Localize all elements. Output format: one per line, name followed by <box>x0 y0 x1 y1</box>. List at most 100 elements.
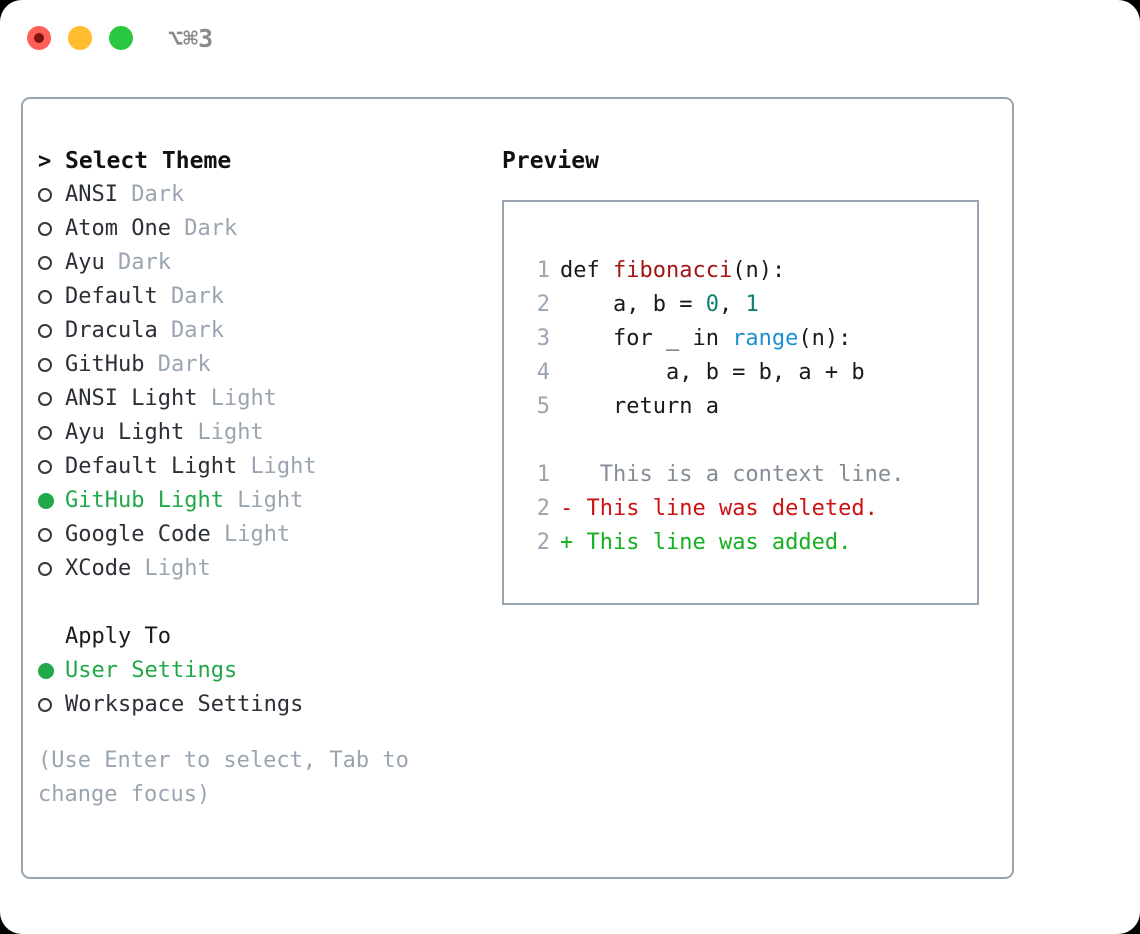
line-number: 2 <box>536 496 550 521</box>
theme-radio-marker <box>38 246 65 280</box>
code-diff-separator <box>524 424 977 458</box>
section-spacer <box>38 586 478 620</box>
theme-list-item[interactable]: Default Dark <box>38 280 478 314</box>
theme-item-kind: Light <box>210 386 277 411</box>
theme-item-name: Default <box>65 284 171 309</box>
apply-to-option-label: Workspace Settings <box>65 692 304 717</box>
preview-title: Preview <box>502 148 599 174</box>
theme-item-name: XCode <box>65 556 145 581</box>
caret-icon: > <box>38 149 52 174</box>
theme-list-item[interactable]: Atom One Dark <box>38 212 478 246</box>
theme-radio-marker <box>38 348 65 382</box>
radio-unselected-icon <box>38 323 52 338</box>
diff-line: 2- This line was deleted. <box>524 492 977 526</box>
theme-item-kind: Dark <box>170 284 224 309</box>
theme-radio-marker <box>38 382 65 416</box>
diff-sample: 1 This is a context line. 2- This line wa… <box>524 458 977 560</box>
code-line: 4 a, b = b, a + b <box>524 356 977 390</box>
code-token-plain: a, b = b, a + b <box>560 360 865 385</box>
theme-list-item[interactable]: Ayu Dark <box>38 246 478 280</box>
line-number: 2 <box>536 530 550 555</box>
theme-item-name: Atom One <box>65 216 185 241</box>
code-token-num: 1 <box>745 292 759 317</box>
line-number: 5 <box>536 394 550 419</box>
radio-unselected-icon <box>38 357 52 372</box>
diff-sign <box>560 462 573 487</box>
radio-unselected-icon <box>38 289 52 304</box>
minimize-button[interactable] <box>68 26 92 50</box>
code-line: 2 a, b = 0, 1 <box>524 288 977 322</box>
apply-to-title-row: Apply To <box>38 620 478 654</box>
code-token-plain: , <box>718 292 746 317</box>
apply-to-option-label: User Settings <box>65 658 238 683</box>
theme-list-heading: > Select Theme <box>38 144 478 178</box>
theme-list-item[interactable]: Ayu Light Light <box>38 416 478 450</box>
radio-unselected-icon <box>38 221 52 236</box>
title-bar: ⌥⌘3 <box>0 0 1140 76</box>
close-button[interactable] <box>27 26 51 50</box>
radio-unselected-icon <box>38 391 52 406</box>
theme-radio-marker <box>38 314 65 348</box>
line-number: 2 <box>536 292 550 317</box>
theme-list-item[interactable]: GitHub Light Light <box>38 484 478 518</box>
theme-list-title: Select Theme <box>65 148 232 174</box>
theme-radio-marker <box>38 450 65 484</box>
radio-unselected-icon <box>38 187 52 202</box>
theme-item-name: Google Code <box>65 522 224 547</box>
theme-item-kind: Light <box>144 556 211 581</box>
theme-item-kind: Light <box>237 488 304 513</box>
theme-item-name: Ayu Light <box>65 420 198 445</box>
theme-item-name: Dracula <box>65 318 171 343</box>
theme-list-item[interactable]: Default Light Light <box>38 450 478 484</box>
theme-list-item[interactable]: XCode Light <box>38 552 478 586</box>
code-token-plain: def <box>560 258 613 283</box>
theme-item-kind: Dark <box>157 352 211 377</box>
theme-list-item[interactable]: Google Code Light <box>38 518 478 552</box>
theme-list-item[interactable]: Dracula Dark <box>38 314 478 348</box>
code-token-plain: a, b = <box>560 292 706 317</box>
theme-item-name: ANSI Light <box>65 386 211 411</box>
diff-sign: + <box>560 530 574 555</box>
theme-list-item[interactable]: GitHub Dark <box>38 348 478 382</box>
theme-item-kind: Light <box>223 522 291 547</box>
line-number: 1 <box>536 258 550 283</box>
theme-radio-marker <box>38 212 65 246</box>
code-token-plain: (n): <box>798 326 852 351</box>
maximize-button[interactable] <box>109 26 133 50</box>
diff-text: This is a context line. <box>573 462 905 487</box>
theme-radio-marker <box>38 518 65 552</box>
theme-item-kind: Dark <box>170 318 224 343</box>
code-line: 3 for _ in range(n): <box>524 322 977 356</box>
radio-unselected-icon <box>38 527 52 542</box>
theme-item-kind: Dark <box>131 182 185 207</box>
theme-item-kind: Light <box>197 420 264 445</box>
theme-list-item[interactable]: ANSI Light Light <box>38 382 478 416</box>
apply-to-radio-marker <box>38 654 65 688</box>
line-number: 1 <box>536 462 550 487</box>
theme-radio-marker <box>38 280 65 314</box>
theme-radio-marker <box>38 178 65 212</box>
theme-radio-marker <box>38 416 65 450</box>
diff-sign: - <box>560 496 574 521</box>
line-number: 4 <box>536 360 550 385</box>
apply-to-option[interactable]: User Settings <box>38 654 478 688</box>
window-title: ⌥⌘3 <box>168 24 214 53</box>
traffic-light-group <box>27 26 133 50</box>
apply-to-radio-marker <box>38 688 65 722</box>
radio-unselected-icon <box>38 255 52 270</box>
apply-to-option[interactable]: Workspace Settings <box>38 688 478 722</box>
radio-unselected-icon <box>38 459 52 474</box>
diff-text: This line was added. <box>573 530 852 555</box>
code-line: 5 return a <box>524 390 977 424</box>
theme-radio-marker <box>38 552 65 586</box>
theme-list-item[interactable]: ANSI Dark <box>38 178 478 212</box>
code-token-plain: (n): <box>732 258 786 283</box>
theme-item-name: GitHub Light <box>65 488 238 513</box>
radio-selected-icon <box>38 492 54 509</box>
